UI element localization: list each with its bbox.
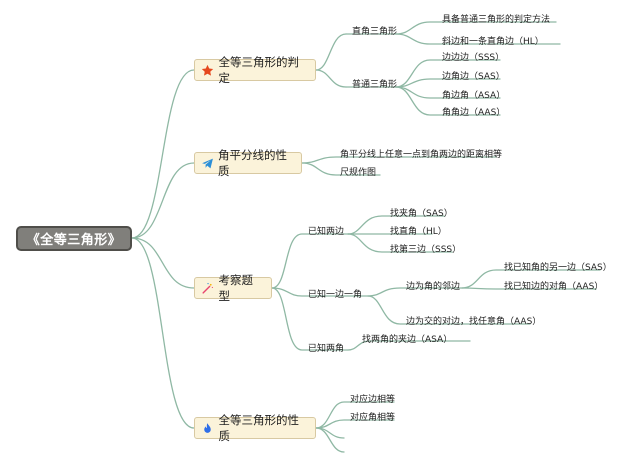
magic-wand-icon [201,281,215,295]
branch-angle-bisector[interactable]: 角平分线的性质 [194,148,302,178]
leaf-aas[interactable]: 角角边（AAS） [442,108,506,118]
fire-icon [201,421,214,435]
paper-plane-icon [201,156,214,170]
leaf-find-included-angle[interactable]: 找夹角（SAS） [390,209,453,219]
leaf-find-third-side[interactable]: 找第三边（SSS） [390,245,462,255]
connector-judgement-ordinary [315,69,347,88]
branch-judgement-label: 全等三角形的判定 [218,55,299,85]
leaf-corresponding-angles[interactable]: 对应角相等 [350,413,396,423]
connector-root-properties [131,237,195,429]
leaf-find-right-angle[interactable]: 找直角（HL） [390,227,447,237]
leaf-asa[interactable]: 角边角（ASA） [442,91,506,101]
leaf-construction[interactable]: 尺规作图 [340,168,377,178]
branch-properties[interactable]: 全等三角形的性质 [194,413,316,443]
node-adjacent-side[interactable]: 边为角的邻边 [406,282,461,292]
leaf-sss[interactable]: 边边边（SSS） [442,53,505,63]
leaf-opposite-side-any-angle[interactable]: 边为交的对边，找任意角（AAS） [406,317,542,327]
leaf-find-opposite-angle[interactable]: 找已知边的对角（AAS） [504,282,604,292]
node-two-angles[interactable]: 已知两角 [308,344,345,354]
branch-properties-label: 全等三角形的性质 [218,413,299,443]
branch-judgement[interactable]: 全等三角形的判定 [194,55,316,85]
leaf-corresponding-sides[interactable]: 对应边相等 [350,395,396,405]
leaf-equal-distance[interactable]: 角平分线上任意一点到角两边的距离相等 [340,150,503,160]
node-right-triangle[interactable]: 直角三角形 [352,27,398,37]
leaf-sas[interactable]: 边角边（SAS） [442,72,505,82]
leaf-hl[interactable]: 斜边和一条直角边（HL） [442,37,544,47]
leaf-general-methods[interactable]: 具备普通三角形的判定方法 [442,15,551,25]
node-two-sides[interactable]: 已知两边 [308,227,345,237]
connector-judgement-right [315,33,347,71]
connector-root-bisector [131,162,195,239]
connector-root-question-types [131,237,195,289]
branch-angle-bisector-label: 角平分线的性质 [218,148,288,178]
connector-root-judgement [131,69,195,239]
star-icon [201,63,214,77]
leaf-find-included-side[interactable]: 找两角的夹边（ASA） [362,335,453,345]
leaf-find-other-side[interactable]: 找已知角的另一边（SAS） [504,263,612,273]
branch-question-types[interactable]: 考察题型 [194,273,272,303]
root-topic[interactable]: 《全等三角形》 [16,226,132,251]
node-side-angle[interactable]: 已知一边一角 [308,290,363,300]
branch-question-types-label: 考察题型 [218,273,254,303]
node-ordinary-triangle[interactable]: 普通三角形 [352,80,398,90]
